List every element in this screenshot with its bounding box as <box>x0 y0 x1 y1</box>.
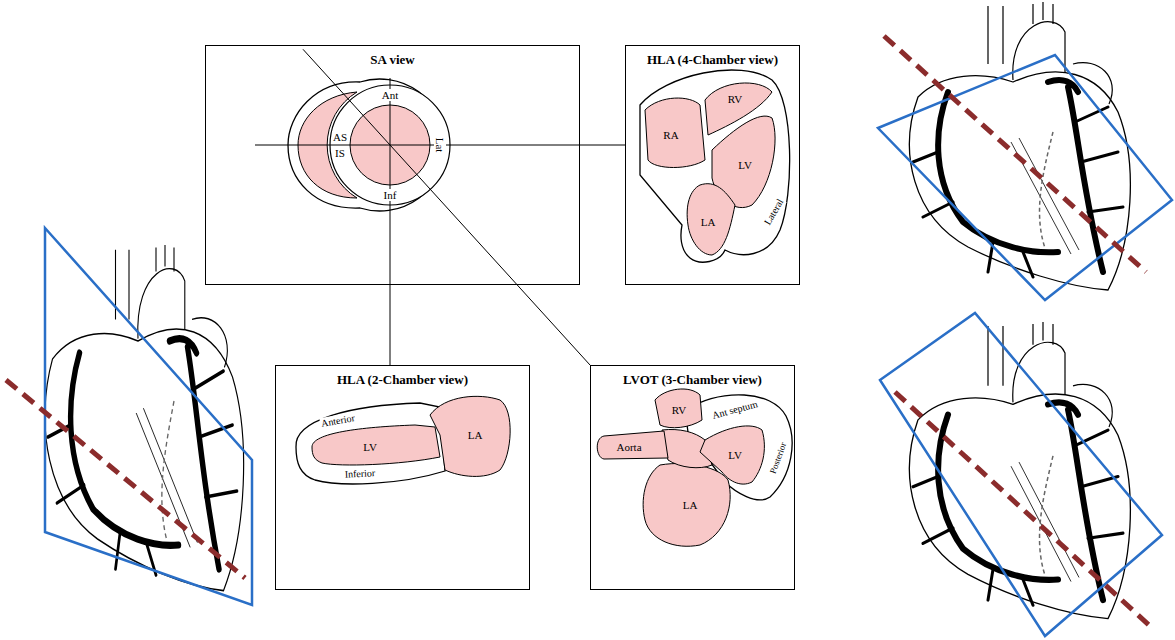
region-label: LA <box>468 429 483 441</box>
region-label: Inf <box>383 189 398 201</box>
cut-line <box>255 145 580 146</box>
four-chamber-plane <box>878 55 1172 300</box>
region-label: RV <box>728 93 742 105</box>
region-label: RV <box>672 404 686 416</box>
heart-drawing <box>910 2 1131 290</box>
right-ventricle <box>655 389 702 428</box>
region-label: RA <box>663 129 678 141</box>
view-title: LVOT (3-Chamber view) <box>623 372 762 388</box>
view-box: SA view <box>205 45 580 285</box>
region-label: AS <box>332 131 348 143</box>
region-label: LV <box>738 159 752 171</box>
view-title: HLA (4-Chamber view) <box>647 52 778 68</box>
view-connector <box>517 285 590 365</box>
left-atrium <box>643 463 730 546</box>
view-box: LVOT (3-Chamber view) <box>590 365 795 590</box>
long-axis <box>895 392 1150 626</box>
lv-wall <box>296 403 445 484</box>
cut-line <box>303 49 517 285</box>
left-atrium <box>687 184 735 255</box>
region-label: LV <box>363 441 377 453</box>
left-atrium <box>430 396 510 476</box>
view-title: SA view <box>370 52 414 68</box>
view-box: HLA (2-Chamber view) <box>275 365 530 590</box>
region-label: LA <box>701 216 716 228</box>
long-axis <box>884 36 1146 272</box>
heart-wall <box>640 70 790 262</box>
aorta <box>597 431 668 459</box>
region-label: LA <box>683 499 698 511</box>
region-label: Ant <box>381 89 400 101</box>
region-label: IS <box>334 147 346 159</box>
cut-line <box>390 78 391 285</box>
view-connector <box>580 145 625 146</box>
long-axis <box>6 380 245 578</box>
region-label: LV <box>728 449 742 461</box>
view-box: HLA (4-Chamber view) <box>625 45 800 285</box>
region-label: Lat <box>434 137 446 154</box>
left-ventricle <box>700 426 764 484</box>
view-title: HLA (2-Chamber view) <box>337 372 468 388</box>
left-ventricle <box>312 425 440 465</box>
view-connector <box>390 285 391 365</box>
region-label: Aorta <box>616 441 641 453</box>
right-atrium <box>645 98 705 167</box>
region-label: Inferior <box>343 467 376 481</box>
three-chamber-plane <box>880 313 1162 636</box>
